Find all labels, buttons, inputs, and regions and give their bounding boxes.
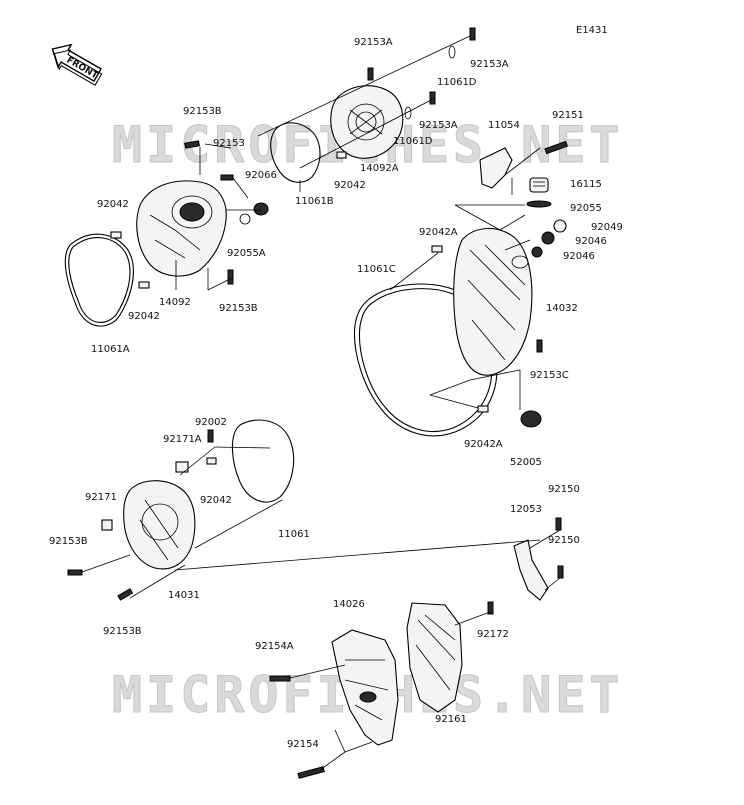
label-52005: 52005: [510, 457, 542, 468]
washer-92049: [553, 219, 567, 233]
label-92055: 92055: [570, 203, 602, 214]
cover-92161: [406, 602, 463, 713]
label-92153: 92153: [213, 138, 245, 149]
label-92153a-right: 92153A: [470, 59, 509, 70]
bolt-92154: [297, 766, 325, 779]
label-92153b-mid: 92153B: [219, 303, 258, 314]
label-92161: 92161: [435, 714, 467, 725]
label-92002: 92002: [195, 417, 227, 428]
bolt-92153a-right: [469, 27, 476, 41]
filler-cap-16115: [526, 177, 552, 208]
bolt-92154a: [269, 675, 291, 682]
label-16115: 16115: [570, 179, 602, 190]
bolt-92172: [487, 601, 494, 615]
dowel-92042-lower: [138, 281, 150, 289]
gasket-11061b: [270, 122, 321, 183]
label-92150-lower: 92150: [548, 535, 580, 546]
label-14032: 14032: [546, 303, 578, 314]
cover-14092: [136, 180, 227, 277]
label-92172: 92172: [477, 629, 509, 640]
dowel-92042a: [431, 245, 443, 253]
dowel-92042a-lower: [477, 405, 489, 413]
label-14092: 14092: [159, 297, 191, 308]
label-14092a: 14092A: [360, 163, 399, 174]
dowel-92042-center: [336, 151, 347, 159]
label-92042-left: 92042: [97, 199, 129, 210]
label-92151: 92151: [552, 110, 584, 121]
label-92153a-mid: 92153A: [419, 120, 458, 131]
label-92049: 92049: [591, 222, 623, 233]
bolt-92150: [555, 517, 562, 531]
label-11061d-top: 11061D: [437, 77, 477, 88]
label-92171: 92171: [85, 492, 117, 503]
dowel-92042-mid: [206, 457, 217, 465]
bolt-92153: [220, 174, 234, 181]
bolt-92153c: [536, 339, 543, 353]
label-92153b-bottom: 92153B: [103, 626, 142, 637]
label-92153c: 92153C: [530, 370, 569, 381]
gasket-11061a: [64, 233, 134, 327]
label-11061: 11061: [278, 529, 310, 540]
cover-14032: [453, 227, 533, 376]
label-11061a: 11061A: [91, 344, 130, 355]
label-92150-top: 92150: [548, 484, 580, 495]
gasket-11061: [231, 419, 295, 503]
bolt-92153b-lower: [227, 269, 234, 285]
bolt-92151: [544, 140, 569, 155]
label-92153b-left: 92153B: [49, 536, 88, 547]
bracket-12053: [513, 539, 549, 601]
bolt-92002: [207, 429, 214, 443]
cover-14031: [123, 480, 196, 570]
label-92046-lower: 92046: [563, 251, 595, 262]
seal-92046-lower: [531, 246, 543, 258]
front-arrow-icon: FRONT: [51, 43, 103, 86]
label-92066: 92066: [245, 170, 277, 181]
guard-14026: [331, 629, 399, 746]
label-92171a: 92171A: [163, 434, 202, 445]
label-92042-center: 92042: [334, 180, 366, 191]
label-92042a-upper: 92042A: [419, 227, 458, 238]
label-92154a: 92154A: [255, 641, 294, 652]
clip-92171a: [175, 461, 189, 473]
label-92046-upper: 92046: [575, 236, 607, 247]
bolt-92153a-top: [367, 67, 374, 81]
label-14031: 14031: [168, 590, 200, 601]
oring-11061d: [448, 45, 456, 59]
label-14026: 14026: [333, 599, 365, 610]
cover-14092a: [330, 85, 404, 159]
oring-92055: [526, 200, 552, 208]
label-12053: 12053: [510, 504, 542, 515]
plug-52005: [520, 410, 542, 428]
label-11061d-lower: 11061D: [393, 136, 433, 147]
label-11061c: 11061C: [357, 264, 396, 275]
label-11054: 11054: [488, 120, 520, 131]
bolt-92153b-left: [67, 569, 83, 576]
label-92153b-top: 92153B: [183, 106, 222, 117]
clip-92171: [101, 519, 113, 531]
label-92055a: 92055A: [227, 248, 266, 259]
diagram-id: E1431: [576, 25, 608, 36]
label-92042-mid: 92042: [200, 495, 232, 506]
label-92042-lower: 92042: [128, 311, 160, 322]
label-92042a-lower: 92042A: [464, 439, 503, 450]
oring-11061d-lower: [404, 106, 412, 120]
dowel-92042: [110, 231, 122, 239]
label-11061b: 11061B: [295, 196, 334, 207]
label-92154: 92154: [287, 739, 319, 750]
bolt-92153b-lower-left: [117, 588, 134, 601]
bolt-92150-lower: [557, 565, 564, 579]
bolt-92153b: [184, 140, 200, 149]
plug-92066: [253, 202, 269, 216]
seal-92046: [541, 231, 555, 245]
label-92153a-top: 92153A: [354, 37, 393, 48]
oring-92055a: [239, 213, 251, 225]
